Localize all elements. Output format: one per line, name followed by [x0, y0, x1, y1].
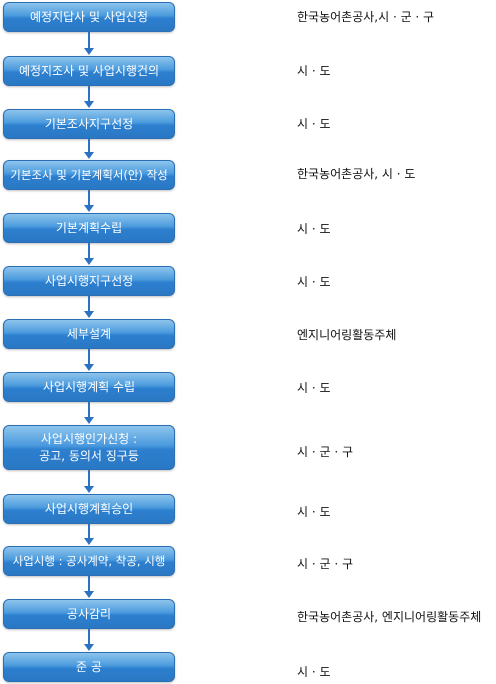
step-13-agency: 시 · 도 [297, 665, 331, 679]
step-10-agency: 시 · 도 [297, 505, 331, 519]
arrow-connector [84, 139, 94, 159]
step-2-agency: 시 · 도 [297, 64, 331, 78]
arrow-connector [84, 86, 94, 108]
step-3-box: 기본조사지구선정 [3, 109, 175, 139]
step-2-box: 예정지조사 및 사업시행건의 [3, 56, 175, 86]
step-5-box: 기본계획수립 [3, 213, 175, 243]
step-8-agency: 시 · 도 [297, 381, 331, 395]
arrow-connector [84, 576, 94, 598]
step-4-box: 기본조사 및 기본계획서(안) 작성 [3, 160, 175, 190]
arrow-connector [84, 296, 94, 318]
step-7-agency: 엔지니어링활동주체 [297, 328, 397, 342]
arrow-connector [84, 190, 94, 212]
step-1-agency: 한국농어촌공사,시 · 군 · 구 [297, 10, 435, 24]
step-3-agency: 시 · 도 [297, 117, 331, 131]
step-9-agency: 시 · 군 · 구 [297, 445, 354, 459]
step-11-box: 사업시행 : 공사계약, 착공, 시행 [3, 546, 175, 576]
arrow-connector [84, 470, 94, 493]
step-13-box: 준 공 [3, 652, 175, 682]
arrow-connector [84, 32, 94, 55]
step-11-agency: 시 · 군 · 구 [297, 557, 354, 571]
step-1-box: 예정지답사 및 사업신청 [3, 2, 175, 32]
step-8-box: 사업시행계획 수립 [3, 372, 175, 402]
step-5-agency: 시 · 도 [297, 222, 331, 236]
arrow-connector [84, 629, 94, 651]
arrow-connector [84, 402, 94, 424]
step-6-agency: 시 · 도 [297, 275, 331, 289]
arrow-connector [84, 243, 94, 265]
step-12-agency: 한국농어촌공사, 엔지니어링활동주체 [297, 610, 482, 624]
step-4-agency: 한국농어촌공사, 시 · 도 [297, 167, 416, 181]
step-7-box: 세부설계 [3, 319, 175, 349]
step-6-box: 사업시행지구선정 [3, 266, 175, 296]
step-12-box: 공사감리 [3, 599, 175, 629]
arrow-connector [84, 349, 94, 371]
step-10-box: 사업시행계획승인 [3, 494, 175, 524]
arrow-connector [84, 524, 94, 545]
step-9-box: 사업시행인가신청 : 공고, 동의서 징구등 [3, 425, 175, 470]
